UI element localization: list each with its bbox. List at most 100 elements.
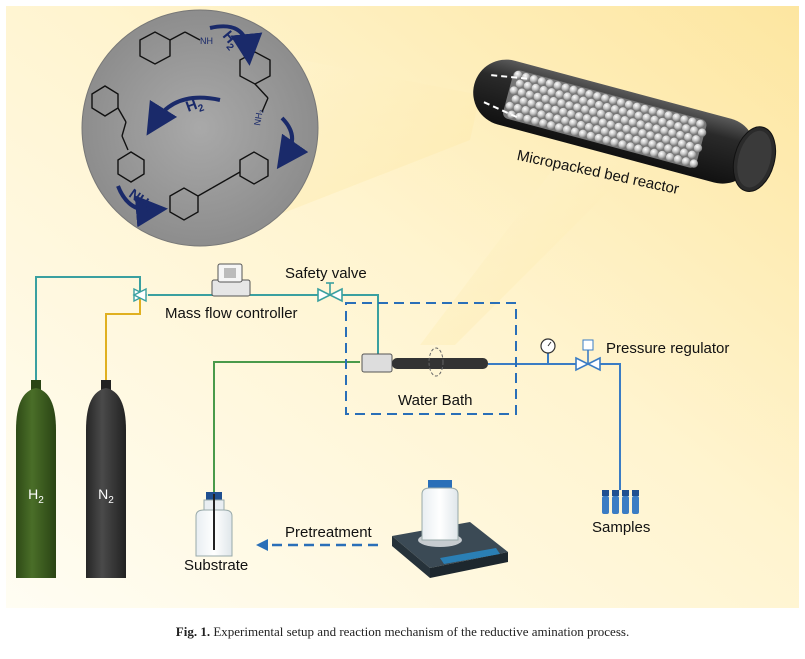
bead xyxy=(573,103,582,112)
bead xyxy=(642,146,651,156)
bead xyxy=(697,128,707,137)
bead xyxy=(586,131,596,141)
bead xyxy=(688,117,697,127)
analytical-balance xyxy=(392,480,508,578)
bead xyxy=(638,129,647,138)
safety-valve[interactable] xyxy=(317,282,343,303)
bead xyxy=(509,86,519,95)
bead xyxy=(551,105,560,115)
bead xyxy=(567,109,576,119)
bead xyxy=(545,79,555,88)
mech-arrow-2 xyxy=(146,95,221,136)
bead xyxy=(618,107,628,116)
line-to-reactor xyxy=(340,294,379,356)
bead xyxy=(592,125,602,134)
n2-line xyxy=(105,295,141,386)
bead xyxy=(618,140,627,149)
bead xyxy=(620,116,630,125)
h2-cylinder-label: H2 xyxy=(28,486,44,506)
h2-cylinder xyxy=(16,380,56,578)
bead xyxy=(668,128,677,138)
bead xyxy=(630,126,639,136)
mech-nh2-label: NH₂ xyxy=(252,108,265,126)
bead xyxy=(636,120,645,129)
bead xyxy=(682,124,691,133)
reaction-mechanism-circle: NH NH₂ H2 H2 NH3 xyxy=(81,9,319,247)
bead xyxy=(664,111,673,120)
bead xyxy=(533,92,542,102)
bead xyxy=(513,103,522,113)
bead xyxy=(657,150,667,160)
bead xyxy=(626,109,636,118)
substrate-label: Substrate xyxy=(184,557,249,574)
bead xyxy=(555,90,564,99)
bead xyxy=(535,101,544,110)
bead xyxy=(515,79,525,89)
bead xyxy=(598,118,608,127)
bead xyxy=(610,138,619,147)
bead xyxy=(577,87,586,97)
bead xyxy=(652,124,661,133)
bead xyxy=(672,113,681,122)
bead xyxy=(529,75,539,84)
bead xyxy=(648,106,657,116)
bead xyxy=(656,109,665,118)
bead xyxy=(581,105,590,114)
pressure-regulator[interactable] xyxy=(575,339,601,372)
bead xyxy=(596,109,606,119)
pressure-regulator-label: Pressure regulator xyxy=(606,340,730,357)
bead xyxy=(689,159,699,168)
bead xyxy=(616,98,626,107)
substrate-line xyxy=(213,361,360,494)
bead xyxy=(684,133,693,142)
bead xyxy=(689,126,699,135)
bead xyxy=(610,105,620,114)
bead xyxy=(570,127,580,136)
samples-label: Samples xyxy=(592,519,651,536)
sample-vials xyxy=(602,490,639,514)
bead xyxy=(511,95,521,104)
bead xyxy=(571,94,580,103)
pipelines xyxy=(35,276,621,494)
reactor-in-bath[interactable] xyxy=(361,347,488,377)
bead xyxy=(565,101,574,110)
bead xyxy=(628,118,638,127)
bead xyxy=(557,99,566,108)
mech-arrow-3 xyxy=(276,116,309,170)
bead xyxy=(650,115,659,125)
bead xyxy=(656,142,665,151)
bead xyxy=(584,123,594,132)
bead xyxy=(529,108,538,117)
sample-line xyxy=(598,363,621,490)
bead xyxy=(624,100,634,110)
bead xyxy=(589,107,598,116)
bead xyxy=(587,98,596,108)
packed-beads xyxy=(505,70,707,168)
bead xyxy=(539,86,548,95)
bead xyxy=(666,119,675,129)
bead xyxy=(527,99,536,108)
bead xyxy=(554,123,564,132)
bead xyxy=(632,102,642,112)
bead xyxy=(547,121,556,130)
bead xyxy=(640,137,649,147)
figure-caption: Fig. 1. Experimental setup and reaction … xyxy=(0,624,805,640)
pressure-gauge-icon xyxy=(540,338,556,354)
bead xyxy=(691,135,701,144)
bead xyxy=(582,114,592,123)
bead xyxy=(521,73,531,82)
bead xyxy=(541,94,550,104)
bead xyxy=(531,83,540,93)
bead xyxy=(547,88,556,97)
bead xyxy=(505,101,515,111)
mech-arrow-1 xyxy=(209,24,263,66)
bead xyxy=(585,90,594,99)
three-way-valve[interactable] xyxy=(132,287,148,303)
caption-text: Experimental setup and reaction mechanis… xyxy=(213,624,630,639)
mass-flow-controller[interactable] xyxy=(211,263,251,297)
pretreatment-arrow xyxy=(256,539,378,551)
bead xyxy=(606,120,616,129)
bead xyxy=(650,148,659,158)
bead xyxy=(658,117,667,127)
